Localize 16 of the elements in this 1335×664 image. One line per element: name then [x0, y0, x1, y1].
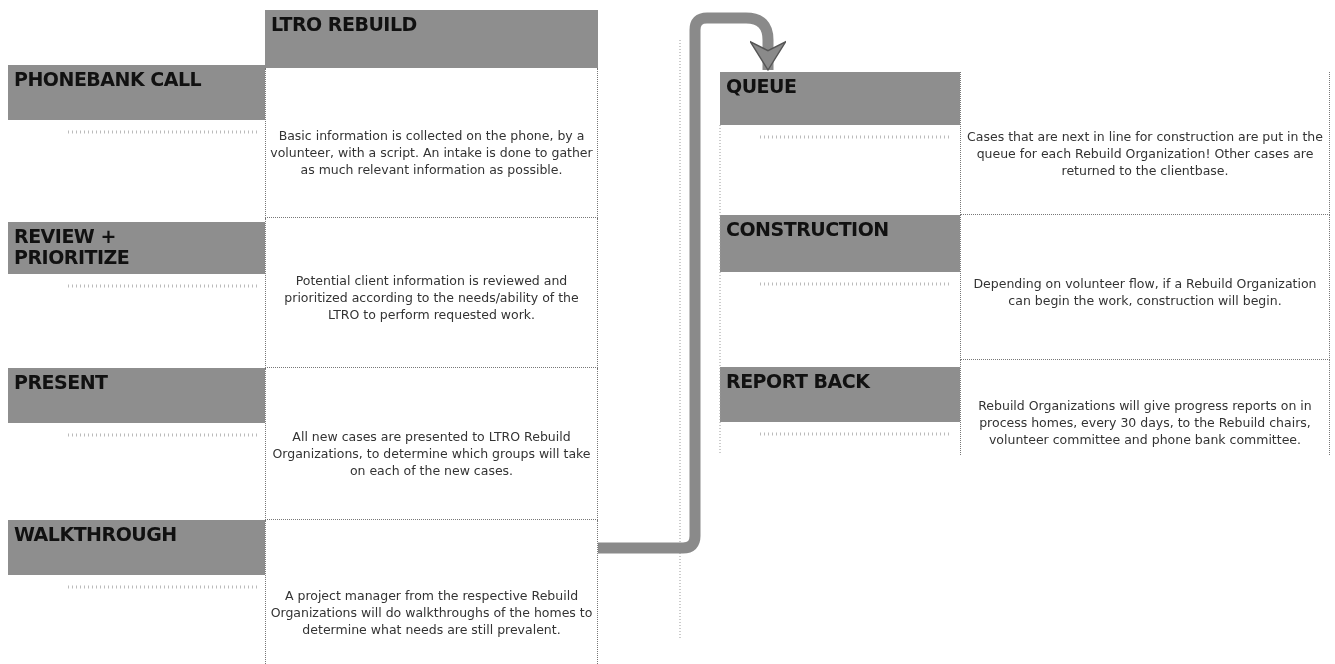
arrow [598, 12, 787, 554]
step-heading-bar: REPORT BACK [720, 367, 960, 422]
step-heading-bar: CONSTRUCTION [720, 215, 960, 272]
step-heading-bar: PHONEBANK CALL [8, 65, 265, 120]
step-heading-bar: LTRO REBUILD [265, 10, 598, 68]
step-description: Basic information is collected on the phone, by a volunteer, with a script. An intake is done to gather as much relevant information as possible. [265, 68, 598, 218]
step-description: Depending on volunteer flow, if a Rebuild Organization can begin the work, construction will begin. [960, 215, 1330, 360]
step-heading-bar: PRESENT [8, 368, 265, 423]
step-description: Potential client information is reviewed and prioritized according to the needs/ability of the LTRO to perform requested work. [265, 218, 598, 368]
step-heading-bar: WALKTHROUGH [8, 520, 265, 575]
step-description: Rebuild Organizations will give progress reports on in process homes, every 30 days, to the Rebuild chairs, volunteer committee and phone bank committee. [960, 360, 1330, 455]
step-description: Cases that are next in line for construction are put in the queue for each Rebuild Organization! Other cases are returned to the clientbase. [960, 72, 1330, 215]
step-heading-bar: REVIEW + PRIORITIZE [8, 222, 265, 274]
step-description: All new cases are presented to LTRO Rebuild Organizations, to determine which groups will take on each of the new cases. [265, 368, 598, 520]
step-description: A project manager from the respective Rebuild Organizations will do walkthroughs of the homes to determine what needs are still prevalent. [265, 520, 598, 664]
step-heading-bar: QUEUE [720, 72, 960, 125]
